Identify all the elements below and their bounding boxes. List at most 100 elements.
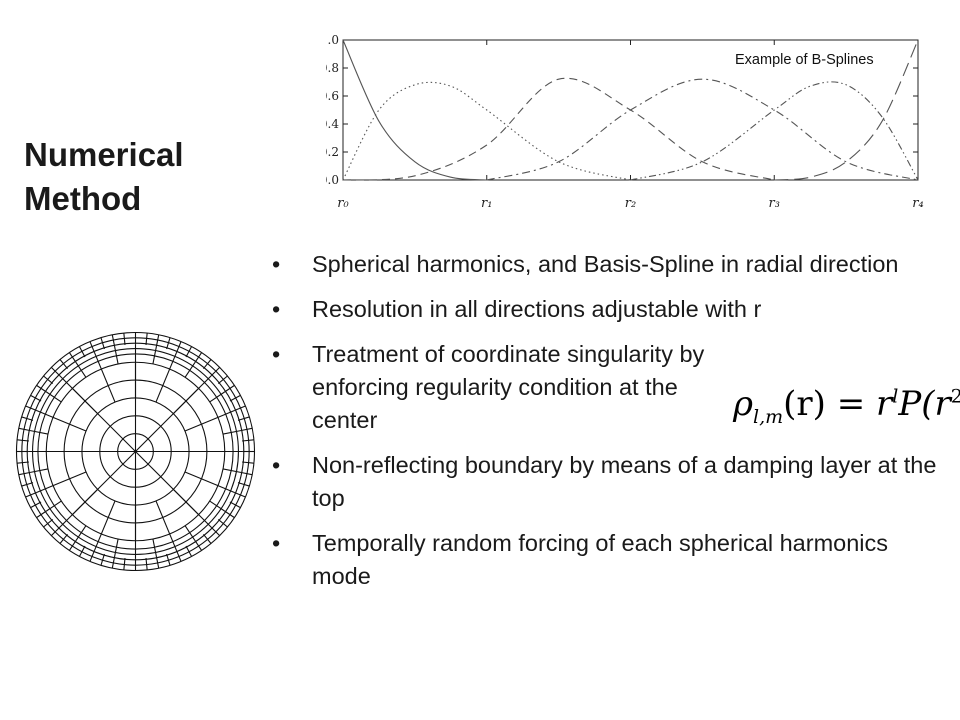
grid-radial-line <box>209 500 225 512</box>
grid-radial-line <box>169 533 177 551</box>
grid-radial-line <box>240 427 253 432</box>
formula-r: r <box>876 384 893 424</box>
grid-radial-line <box>185 545 193 557</box>
x-tick-label: r₁ <box>481 196 492 211</box>
grid-radial-line <box>242 439 254 442</box>
grid-radial-line <box>184 362 196 378</box>
grid-radial-line <box>145 558 148 570</box>
grid-radial-line <box>169 352 177 370</box>
grid-radial-line <box>46 391 62 403</box>
grid-radial-line <box>172 388 199 415</box>
grid-radial-line <box>234 405 246 412</box>
grid-radial-line <box>17 461 29 464</box>
grid-radial-line <box>114 346 119 365</box>
bullet-dot: • <box>272 341 281 367</box>
spline-curve-dashdot <box>486 78 919 181</box>
grid-radial-line <box>209 391 225 403</box>
grid-radial-line <box>72 488 99 515</box>
grid-radial-line <box>21 416 34 421</box>
grid-radial-line <box>89 550 96 562</box>
grid-radial-line <box>52 416 87 432</box>
grid-radial-line <box>234 491 246 498</box>
grid-radial-line <box>217 375 228 384</box>
grid-radial-line <box>59 359 68 370</box>
x-tick-label: r₂ <box>625 196 636 211</box>
grid-radial-line <box>100 500 116 535</box>
grid-radial-line <box>59 514 73 528</box>
grid-radial-line <box>242 461 254 464</box>
grid-radial-line <box>123 333 126 345</box>
regularity-formula: ρl,m(r) = rlP(r2) <box>733 384 960 428</box>
bullet-text: Treatment of coordinate singularity by e… <box>312 341 705 433</box>
grid-radial-line <box>184 471 219 487</box>
grid-radial-line <box>94 352 102 370</box>
x-tick-label: r₀ <box>337 196 349 211</box>
y-tick-label: 0.8 <box>326 61 339 75</box>
bullet-text: Resolution in all directions adjustable … <box>312 296 762 322</box>
slide-title: Numerical Method <box>24 133 184 221</box>
formula-sup-2: 2 <box>950 385 960 408</box>
grid-radial-line <box>30 468 49 473</box>
grid-radial-line <box>210 366 221 377</box>
grid-radial-line <box>52 471 87 487</box>
y-tick-label: 1.0 <box>326 33 339 47</box>
spline-curve-dotted <box>342 81 631 181</box>
grid-radial-line <box>78 346 86 358</box>
grid-radial-line <box>194 352 203 363</box>
grid-radial-line <box>184 416 219 432</box>
grid-radial-line <box>30 394 42 402</box>
bullet-list: • Spherical harmonics, and Basis-Spline i… <box>272 248 952 605</box>
grid-radial-line <box>166 337 171 350</box>
grid-radial-line <box>217 485 235 493</box>
grid-radial-line <box>68 352 77 363</box>
grid-radial-line <box>114 538 119 557</box>
grid-radial-line <box>222 468 241 473</box>
formula-rhs: P(r <box>898 384 951 424</box>
grid-radial-line <box>36 384 47 393</box>
grid-radial-line <box>198 375 212 389</box>
grid-radial-line <box>237 416 250 421</box>
chart-caption: Example of B-Splines <box>733 52 876 68</box>
bullet-dot: • <box>272 530 281 556</box>
grid-radial-line <box>78 545 86 557</box>
grid-radial-line <box>72 388 99 415</box>
grid-radial-line <box>123 558 126 570</box>
grid-radial-line <box>59 375 73 389</box>
bullet-dot: • <box>272 251 281 277</box>
title-line-2: Method <box>24 180 142 217</box>
grid-radial-line <box>68 540 77 551</box>
grid-radial-line <box>203 359 212 370</box>
grid-radial-line <box>210 526 221 537</box>
grid-radial-line <box>184 525 196 541</box>
grid-radial-line <box>152 538 157 557</box>
bullet-dot: • <box>272 452 281 478</box>
grid-radial-line <box>155 334 160 347</box>
bullet-item: •Temporally random forcing of each spher… <box>272 527 952 593</box>
grid-radial-line <box>36 485 54 493</box>
grid-radial-line <box>155 556 160 569</box>
grid-radial-line <box>155 368 171 403</box>
grid-radial-line <box>17 439 29 442</box>
grid-radial-line <box>175 550 182 562</box>
grid-radial-line <box>59 533 68 544</box>
grid-radial-line <box>224 510 235 519</box>
grid-radial-line <box>198 514 212 528</box>
polar-grid-diagram <box>14 330 257 573</box>
grid-radial-line <box>194 540 203 551</box>
bullet-item: • Treatment of coordinate singularity by … <box>272 338 952 437</box>
formula-lhs-arg: (r) = <box>783 384 877 424</box>
grid-radial-line <box>229 394 241 402</box>
grid-radial-line <box>43 519 54 528</box>
grid-radial-line <box>100 368 116 403</box>
grid-radial-line <box>166 553 171 566</box>
grid-radial-line <box>25 491 37 498</box>
grid-radial-line <box>224 384 235 393</box>
grid-radial-line <box>36 510 47 519</box>
bullet-item: • Non-reflecting boundary by means of a d… <box>272 449 952 515</box>
bullet-text: Non-reflecting boundary by means of a da… <box>312 452 937 511</box>
grid-radial-line <box>50 526 61 537</box>
y-tick-label: 0.2 <box>326 145 339 159</box>
bullet-item: •Resolution in all directions adjustable… <box>272 293 952 326</box>
spline-curve-solid <box>342 39 487 181</box>
bullet-text: Spherical harmonics, and Basis-Spline in… <box>312 251 899 277</box>
